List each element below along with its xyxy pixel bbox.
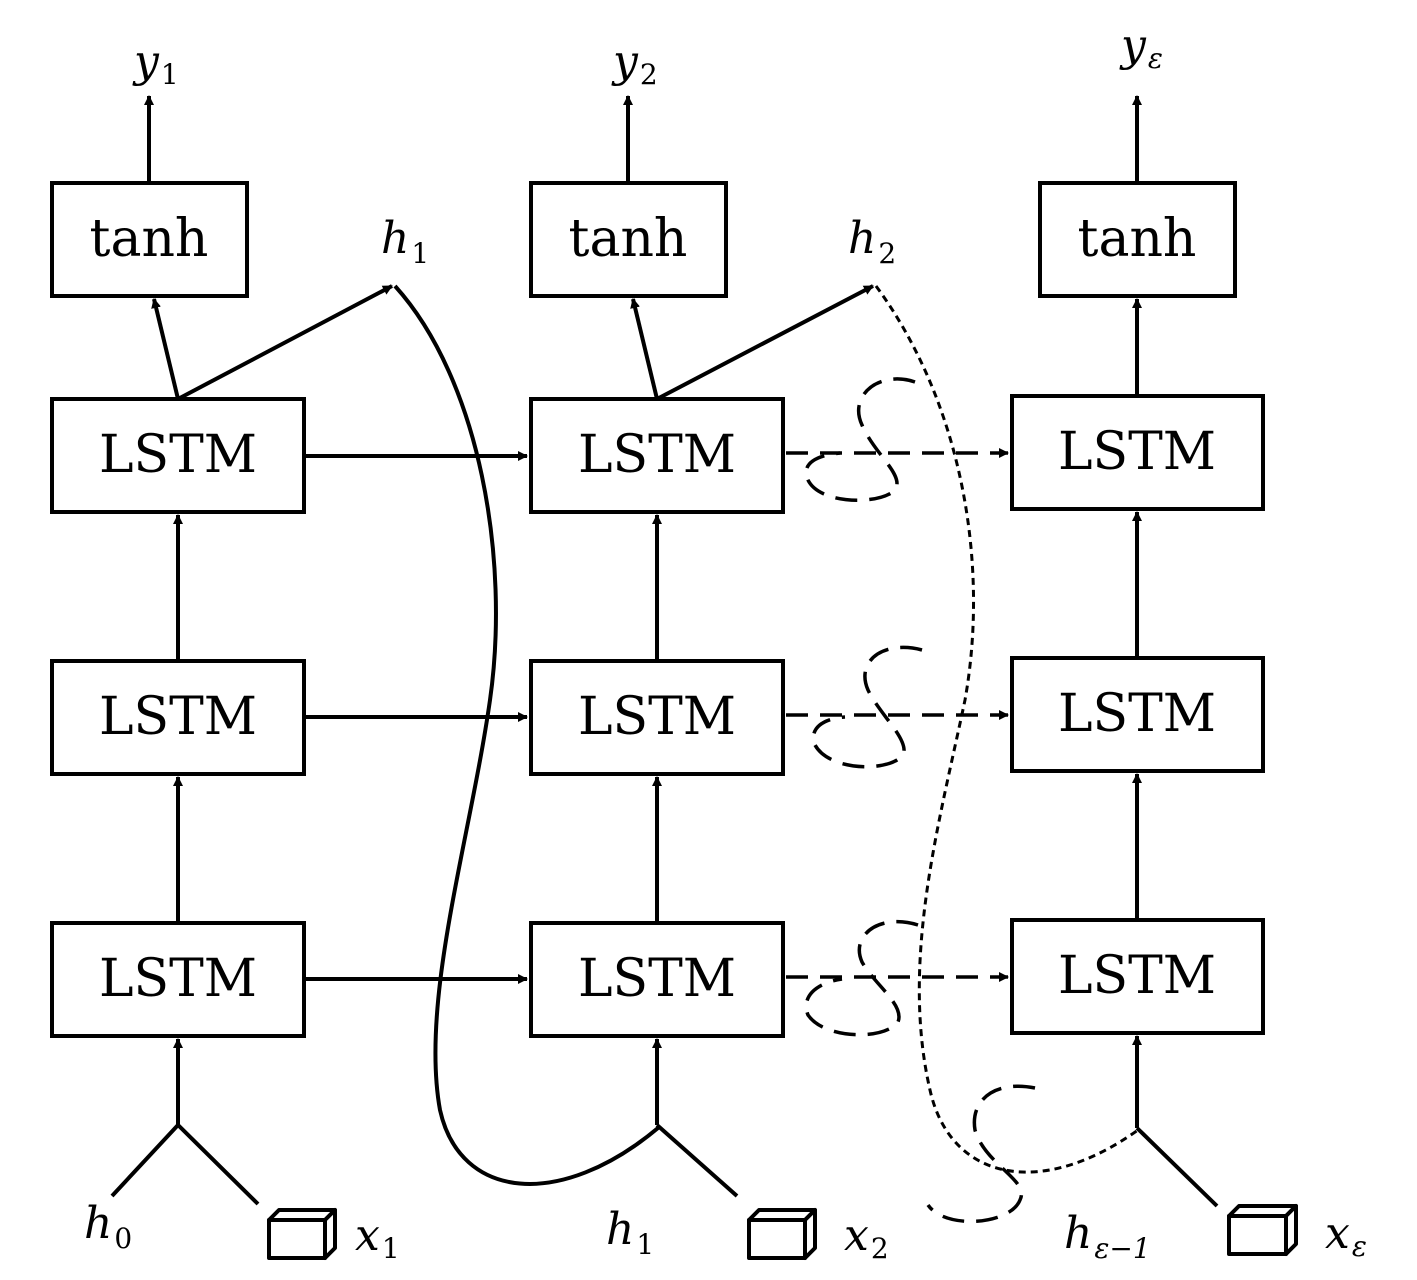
input-x1: x1 <box>355 1210 400 1265</box>
tanh-label-3: tanh <box>1078 209 1197 269</box>
lstm-label-c3-l3: LSTM <box>1058 422 1216 482</box>
hidden-h0: h0 <box>84 1198 132 1255</box>
hidden-he-minus-1: hε−1 <box>1064 1208 1151 1265</box>
h2-feedback-curve <box>874 285 1139 1174</box>
lstm-box-c3-l1 <box>1010 918 1265 1035</box>
input-cube-icon-2 <box>747 1208 817 1260</box>
hidden-h1-top: h1 <box>381 213 429 270</box>
lstm-label-c1-l1: LSTM <box>99 949 257 1009</box>
tanh-label-2: tanh <box>569 209 688 269</box>
lstm-label-c3-l2: LSTM <box>1058 684 1216 744</box>
lstm-label-c1-l3: LSTM <box>99 425 257 485</box>
lstm-label-c1-l2: LSTM <box>99 687 257 747</box>
output-y3: yε <box>1119 20 1163 75</box>
tanh-box-3 <box>1038 181 1237 298</box>
input-fork-1 <box>110 1122 260 1206</box>
tanh-box-1 <box>50 181 249 298</box>
arrow-lstm-to-h2 <box>656 284 874 401</box>
lstm-label-c2-l2: LSTM <box>578 687 736 747</box>
input-fork-3 <box>1135 1126 1219 1208</box>
svg-text:h1: h1 <box>381 213 429 270</box>
lstm-label-c2-l3: LSTM <box>578 425 736 485</box>
input-x3: xε <box>1325 1208 1367 1263</box>
tanh-box-2 <box>529 181 728 298</box>
tanh-label-1: tanh <box>90 209 209 269</box>
svg-text:x1: x1 <box>355 1210 400 1265</box>
lstm-box-c2-l1 <box>529 921 785 1038</box>
svg-text:y1: y1 <box>132 36 179 91</box>
svg-text:h0: h0 <box>84 1198 132 1255</box>
hidden-h2-top: h2 <box>848 213 896 270</box>
svg-text:x2: x2 <box>844 1210 889 1265</box>
input-cube-icon-1 <box>267 1208 337 1260</box>
input-fork-2 <box>655 1123 739 1198</box>
lstm-box-c3-l3 <box>1010 394 1265 511</box>
h1-feedback-curve <box>393 284 660 1186</box>
lstm-box-c3-l2 <box>1010 656 1265 773</box>
svg-text:xε: xε <box>1325 1208 1367 1263</box>
skip-loop-bottom <box>926 1084 1036 1224</box>
arrow-lstm-to-h1 <box>177 284 393 401</box>
svg-text:h1: h1 <box>606 1204 654 1261</box>
hidden-h1-bottom: h1 <box>606 1204 654 1261</box>
arrow-lstm-to-tanh1 <box>151 298 180 400</box>
input-x2: x2 <box>844 1210 889 1265</box>
output-y2: y2 <box>611 36 658 91</box>
svg-text:hε−1: hε−1 <box>1064 1208 1151 1265</box>
lstm-label-c2-l1: LSTM <box>578 949 736 1009</box>
svg-text:yε: yε <box>1119 20 1163 75</box>
skip-loop-l2 <box>811 645 923 769</box>
skip-loop-l3 <box>804 377 916 502</box>
lstm-box-c1-l3 <box>50 397 306 514</box>
input-cube-icon-3 <box>1227 1204 1298 1256</box>
arrow-lstm-to-tanh2 <box>630 298 659 400</box>
svg-text:h2: h2 <box>848 213 896 270</box>
svg-text:y2: y2 <box>611 36 658 91</box>
lstm-label-c3-l1: LSTM <box>1058 946 1216 1006</box>
output-y1: y1 <box>132 36 179 91</box>
